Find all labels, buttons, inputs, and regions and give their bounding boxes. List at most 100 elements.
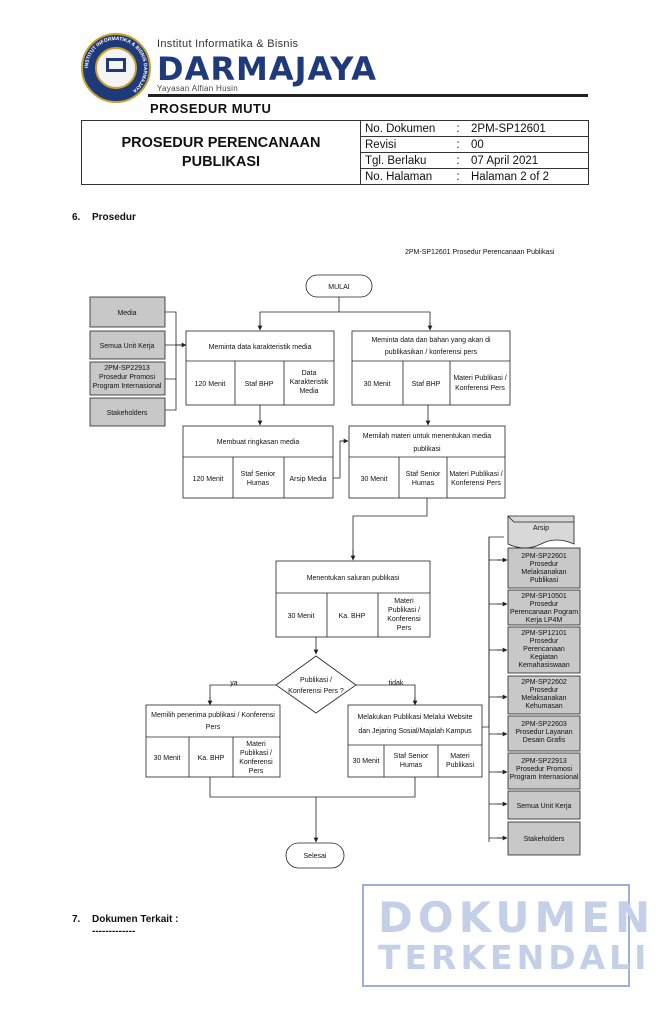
institute-name: Institut Informatika & Bisnis bbox=[157, 38, 299, 50]
meta-key: Tgl. Berlaku bbox=[360, 152, 449, 169]
box-time: 30 Menit bbox=[361, 476, 388, 483]
section-7-number: 7. bbox=[72, 914, 81, 925]
output-sp22603 bbox=[507, 715, 581, 752]
box-time: 120 Menit bbox=[195, 381, 226, 388]
output-label: Semua Unit Kerja bbox=[517, 803, 572, 810]
decision-diamond bbox=[275, 655, 357, 714]
box-role: Ka. BHP bbox=[198, 755, 225, 762]
section-7-body: ------------- bbox=[92, 926, 136, 937]
box-meminta-karakteristik bbox=[185, 330, 335, 406]
output-label: Arsip bbox=[533, 525, 549, 532]
box-title: Meminta data karakteristik media bbox=[209, 344, 312, 351]
stamp-line-2: TERKENDALI bbox=[378, 938, 651, 977]
box-doc: Publikasi / bbox=[240, 750, 272, 757]
output-label: Prosedur bbox=[530, 687, 559, 694]
box-doc: Konferensi bbox=[387, 616, 421, 623]
box-title: publikasikan / konferensi pers bbox=[385, 349, 478, 356]
input-label: Semua Unit Kerja bbox=[100, 343, 155, 350]
output-label: Kemahasiswaan bbox=[518, 662, 569, 669]
section-6-number: 6. bbox=[72, 212, 81, 223]
output-label: Melaksanakan bbox=[521, 569, 566, 576]
decision-label: Konferensi Pers ? bbox=[288, 688, 344, 695]
box-role: Staf BHP bbox=[245, 381, 274, 388]
output-label: Prosedur bbox=[530, 638, 559, 645]
box-title: Meminta data dan bahan yang akan di bbox=[371, 337, 491, 344]
output-label: Desain Grafis bbox=[523, 737, 566, 744]
input-sp22913 bbox=[89, 361, 166, 396]
end-label: Selesai bbox=[304, 853, 327, 860]
decision-label: Publikasi / bbox=[300, 677, 332, 684]
input-label: Stakeholders bbox=[107, 410, 148, 417]
box-title: dan Jejaring Sosial/Majalah Kampus bbox=[358, 728, 472, 735]
output-sp22913 bbox=[507, 752, 581, 790]
box-time: 30 Menit bbox=[353, 758, 380, 765]
meta-value: 07 April 2021 bbox=[467, 152, 589, 169]
output-label: 2PM-SP12101 bbox=[521, 630, 567, 637]
output-label: Prosedur bbox=[530, 561, 559, 568]
input-label: Prosedur Promosi bbox=[99, 374, 155, 381]
box-doc: Pers bbox=[249, 768, 264, 775]
box-menentukan-saluran bbox=[275, 560, 431, 638]
box-title: Memilah materi untuk menentukan media bbox=[363, 433, 492, 440]
box-time: 30 Menit bbox=[364, 381, 391, 388]
output-sp22601 bbox=[507, 547, 581, 589]
output-label: Melaksanakan bbox=[521, 695, 566, 702]
box-doc: Materi bbox=[394, 598, 414, 605]
box-meminta-bahan bbox=[351, 330, 511, 406]
box-role: Humas bbox=[400, 762, 423, 769]
decision-no: tidak bbox=[389, 680, 404, 687]
output-label: 2PM-SP22602 bbox=[521, 679, 567, 686]
box-role: Staf Senior bbox=[241, 471, 276, 478]
box-role: Humas bbox=[247, 480, 270, 487]
output-sp12101 bbox=[507, 626, 581, 674]
box-memilih-penerima bbox=[145, 704, 281, 778]
box-role: Staf BHP bbox=[412, 381, 441, 388]
end-terminator bbox=[285, 842, 345, 869]
box-role: Ka. BHP bbox=[339, 613, 366, 620]
output-sp22602 bbox=[507, 675, 581, 715]
box-time: 120 Menit bbox=[193, 476, 224, 483]
box-ringkasan-media bbox=[182, 425, 334, 499]
box-doc: Arsip Media bbox=[290, 476, 327, 483]
output-label: Program Internasional bbox=[510, 774, 579, 781]
section-7-title: Dokumen Terkait : bbox=[92, 914, 179, 925]
box-doc: Materi Publikasi / bbox=[449, 471, 502, 478]
foundation-name: Yayasan Alfian Husin bbox=[157, 84, 239, 93]
output-label: 2PM-SP22601 bbox=[521, 553, 567, 560]
box-time: 30 Menit bbox=[154, 755, 181, 762]
box-title: Pers bbox=[206, 724, 221, 731]
institution-logo bbox=[81, 33, 151, 103]
box-memilah-materi bbox=[348, 425, 506, 499]
output-label: Prosedur Promosi bbox=[516, 766, 572, 773]
output-label: 2PM-SP22603 bbox=[521, 721, 567, 728]
meta-value: 2PM-SP12601 bbox=[467, 120, 589, 137]
controlled-document-stamp bbox=[362, 884, 630, 987]
input-stakeholders bbox=[89, 397, 166, 427]
meta-key: No. Halaman bbox=[360, 168, 449, 185]
input-label: Program Internasional bbox=[93, 383, 162, 390]
output-label: Perencanaan Pogram bbox=[510, 609, 578, 616]
box-doc: Materi Publikasi / bbox=[453, 375, 506, 382]
box-title: Melakukan Publikasi Melalui Website bbox=[357, 714, 472, 721]
box-role: Staf Senior bbox=[406, 471, 441, 478]
box-melakukan-publikasi bbox=[347, 704, 483, 778]
output-label: 2PM-SP10501 bbox=[521, 593, 567, 600]
box-role: Staf Senior bbox=[394, 753, 429, 760]
brand-name: DARMAJAYA bbox=[157, 50, 378, 88]
output-label: Perencanaan bbox=[523, 646, 565, 653]
meta-sep: : bbox=[449, 168, 467, 185]
quality-procedure-title: PROSEDUR MUTU bbox=[150, 101, 272, 116]
box-title: Menentukan saluran publikasi bbox=[307, 575, 400, 582]
box-doc: Publikasi bbox=[446, 762, 474, 769]
header-divider bbox=[148, 94, 588, 97]
output-sp10501 bbox=[507, 589, 581, 626]
input-label: 2PM-SP22913 bbox=[104, 365, 150, 372]
decision-yes: ya bbox=[230, 680, 238, 687]
output-stakeholders bbox=[507, 821, 581, 856]
output-label: Kegiatan bbox=[530, 654, 558, 661]
input-label: Media bbox=[117, 310, 136, 317]
output-label: Prosedur Layanan bbox=[515, 729, 572, 736]
flowchart-reference: 2PM-SP12601 Prosedur Perencanaan Publika… bbox=[405, 249, 555, 256]
